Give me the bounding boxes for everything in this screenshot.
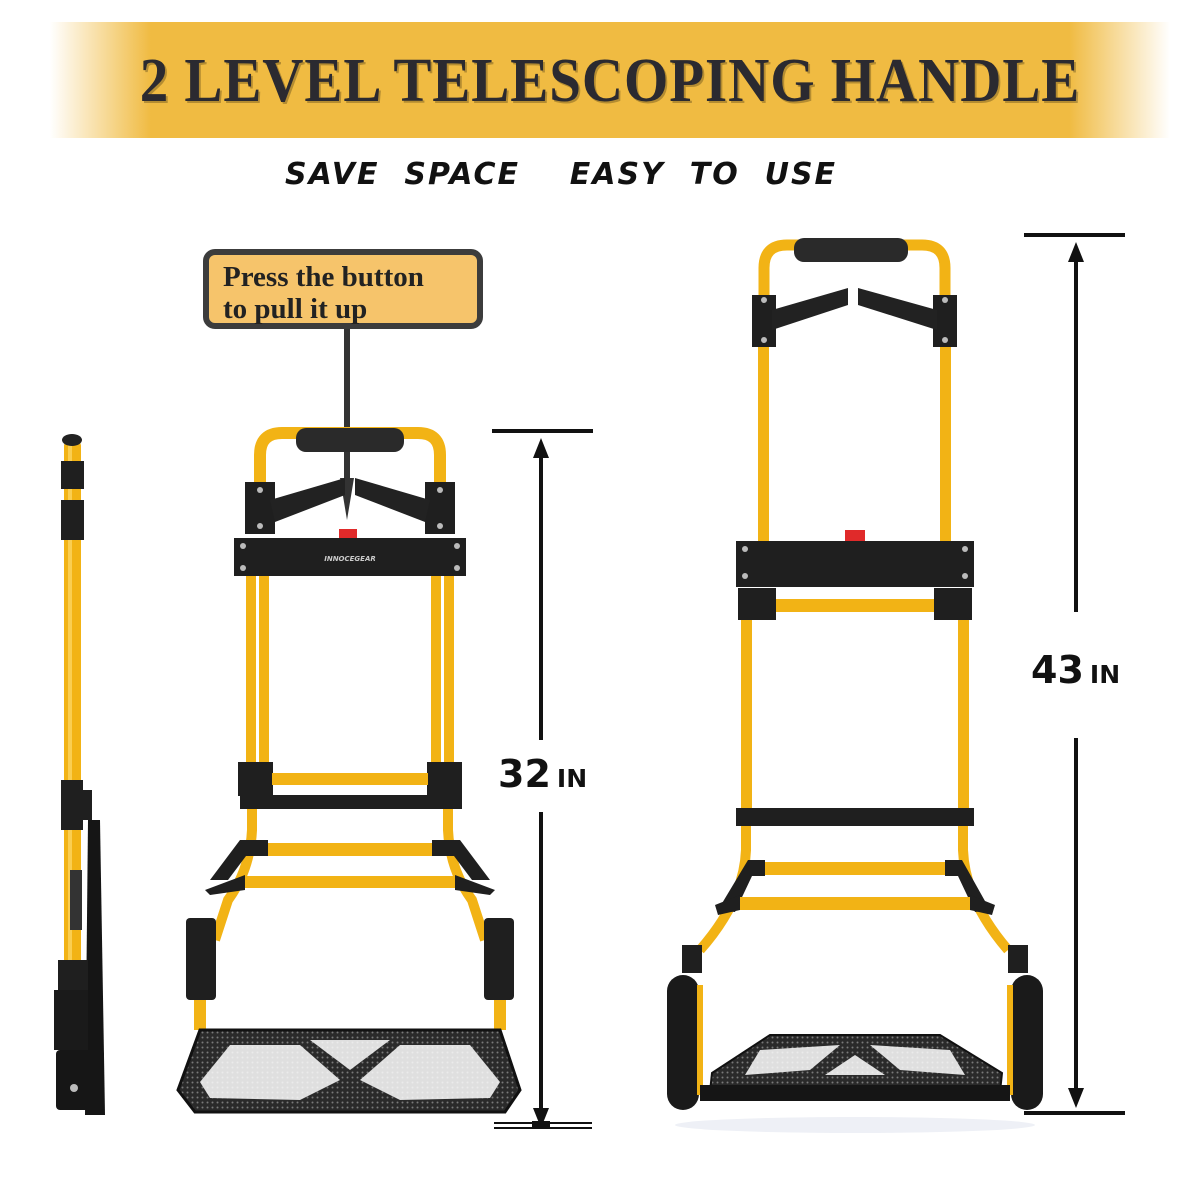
front-extended-view (667, 238, 1043, 1133)
front-collapsed-view: INNOCEGEAR (176, 427, 522, 1114)
callout-line-1: Press the button (223, 261, 424, 293)
release-button (339, 529, 357, 539)
dimension-line-collapsed (492, 429, 593, 1129)
collapsed-height-value: 32 (498, 752, 551, 796)
callout-text: Press the button to pull it up (223, 261, 424, 325)
title-banner: 2 LEVEL TELESCOPING HANDLE (50, 22, 1170, 138)
banner-title: 2 LEVEL TELESCOPING HANDLE (139, 47, 1081, 115)
side-folded-view (54, 434, 105, 1115)
press-button-callout: Press the button to pull it up (203, 249, 483, 329)
callout-line-2: to pull it up (223, 293, 368, 325)
brand-label: INNOCEGEAR (324, 555, 376, 563)
extended-height-unit: IN (1089, 660, 1121, 689)
extended-height-value: 43 (1031, 648, 1084, 692)
subtitle-features: SAVE SPACE EASY TO USE (285, 157, 838, 192)
dimension-line-extended (1024, 233, 1125, 1115)
collapsed-height-unit: IN (556, 764, 588, 793)
release-button-extended (845, 530, 865, 542)
